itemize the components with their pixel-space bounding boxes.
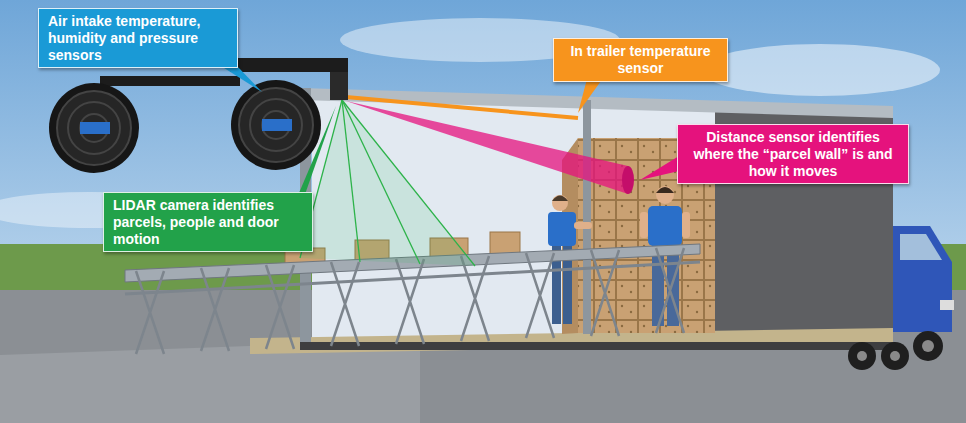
- blower: [49, 83, 139, 173]
- blower-rig: [49, 58, 348, 173]
- hub: [890, 351, 900, 361]
- cab-light: [940, 300, 954, 310]
- blower: [231, 80, 321, 170]
- blower-grille: [250, 99, 302, 151]
- blower-grille: [57, 91, 131, 165]
- head: [656, 186, 674, 204]
- sensor-head: [330, 72, 348, 100]
- callout-text: LIDAR camera identifies parcels, people …: [113, 197, 303, 247]
- callout-text: Air intake temperature, humidity and pre…: [48, 13, 228, 63]
- mount-bar: [100, 76, 240, 86]
- callout-box: In trailer temperature sensor: [553, 38, 728, 82]
- hair: [552, 196, 568, 202]
- callout-box: Air intake temperature, humidity and pre…: [38, 8, 238, 68]
- cab-window: [900, 234, 942, 260]
- callout-text: Distance sensor identifies where the “pa…: [687, 129, 899, 179]
- door-post: [583, 100, 591, 334]
- arm: [640, 212, 648, 238]
- callout-box: LIDAR camera identifies parcels, people …: [103, 192, 313, 252]
- temperature-beam: [346, 97, 578, 118]
- parcel: [490, 232, 520, 254]
- arm: [574, 222, 592, 229]
- shirt: [548, 212, 576, 246]
- head: [552, 195, 568, 211]
- hub: [922, 340, 934, 352]
- callout-box: Distance sensor identifies where the “pa…: [677, 124, 909, 184]
- cab-body: [893, 226, 952, 332]
- blower-plate: [262, 119, 292, 131]
- blower-plate: [80, 122, 110, 134]
- truck-cab: [893, 226, 954, 361]
- wheel: [848, 342, 876, 370]
- hub: [857, 351, 867, 361]
- blower-grille: [239, 88, 313, 162]
- blower-grille: [68, 102, 120, 154]
- conveyor-legs: [136, 248, 684, 354]
- arm: [682, 212, 690, 238]
- wheel: [913, 331, 943, 361]
- cloud: [700, 44, 940, 96]
- trailer: [250, 88, 909, 370]
- underframe: [300, 342, 895, 350]
- callout-text: In trailer temperature sensor: [563, 43, 718, 77]
- shirt: [648, 206, 682, 246]
- mount-rack: [230, 58, 348, 72]
- distance-spot: [622, 166, 634, 194]
- hair: [656, 187, 674, 193]
- sensor-beams: [300, 97, 634, 266]
- dock-apron: [0, 340, 420, 423]
- distance-beam: [346, 101, 628, 194]
- wheel: [881, 342, 909, 370]
